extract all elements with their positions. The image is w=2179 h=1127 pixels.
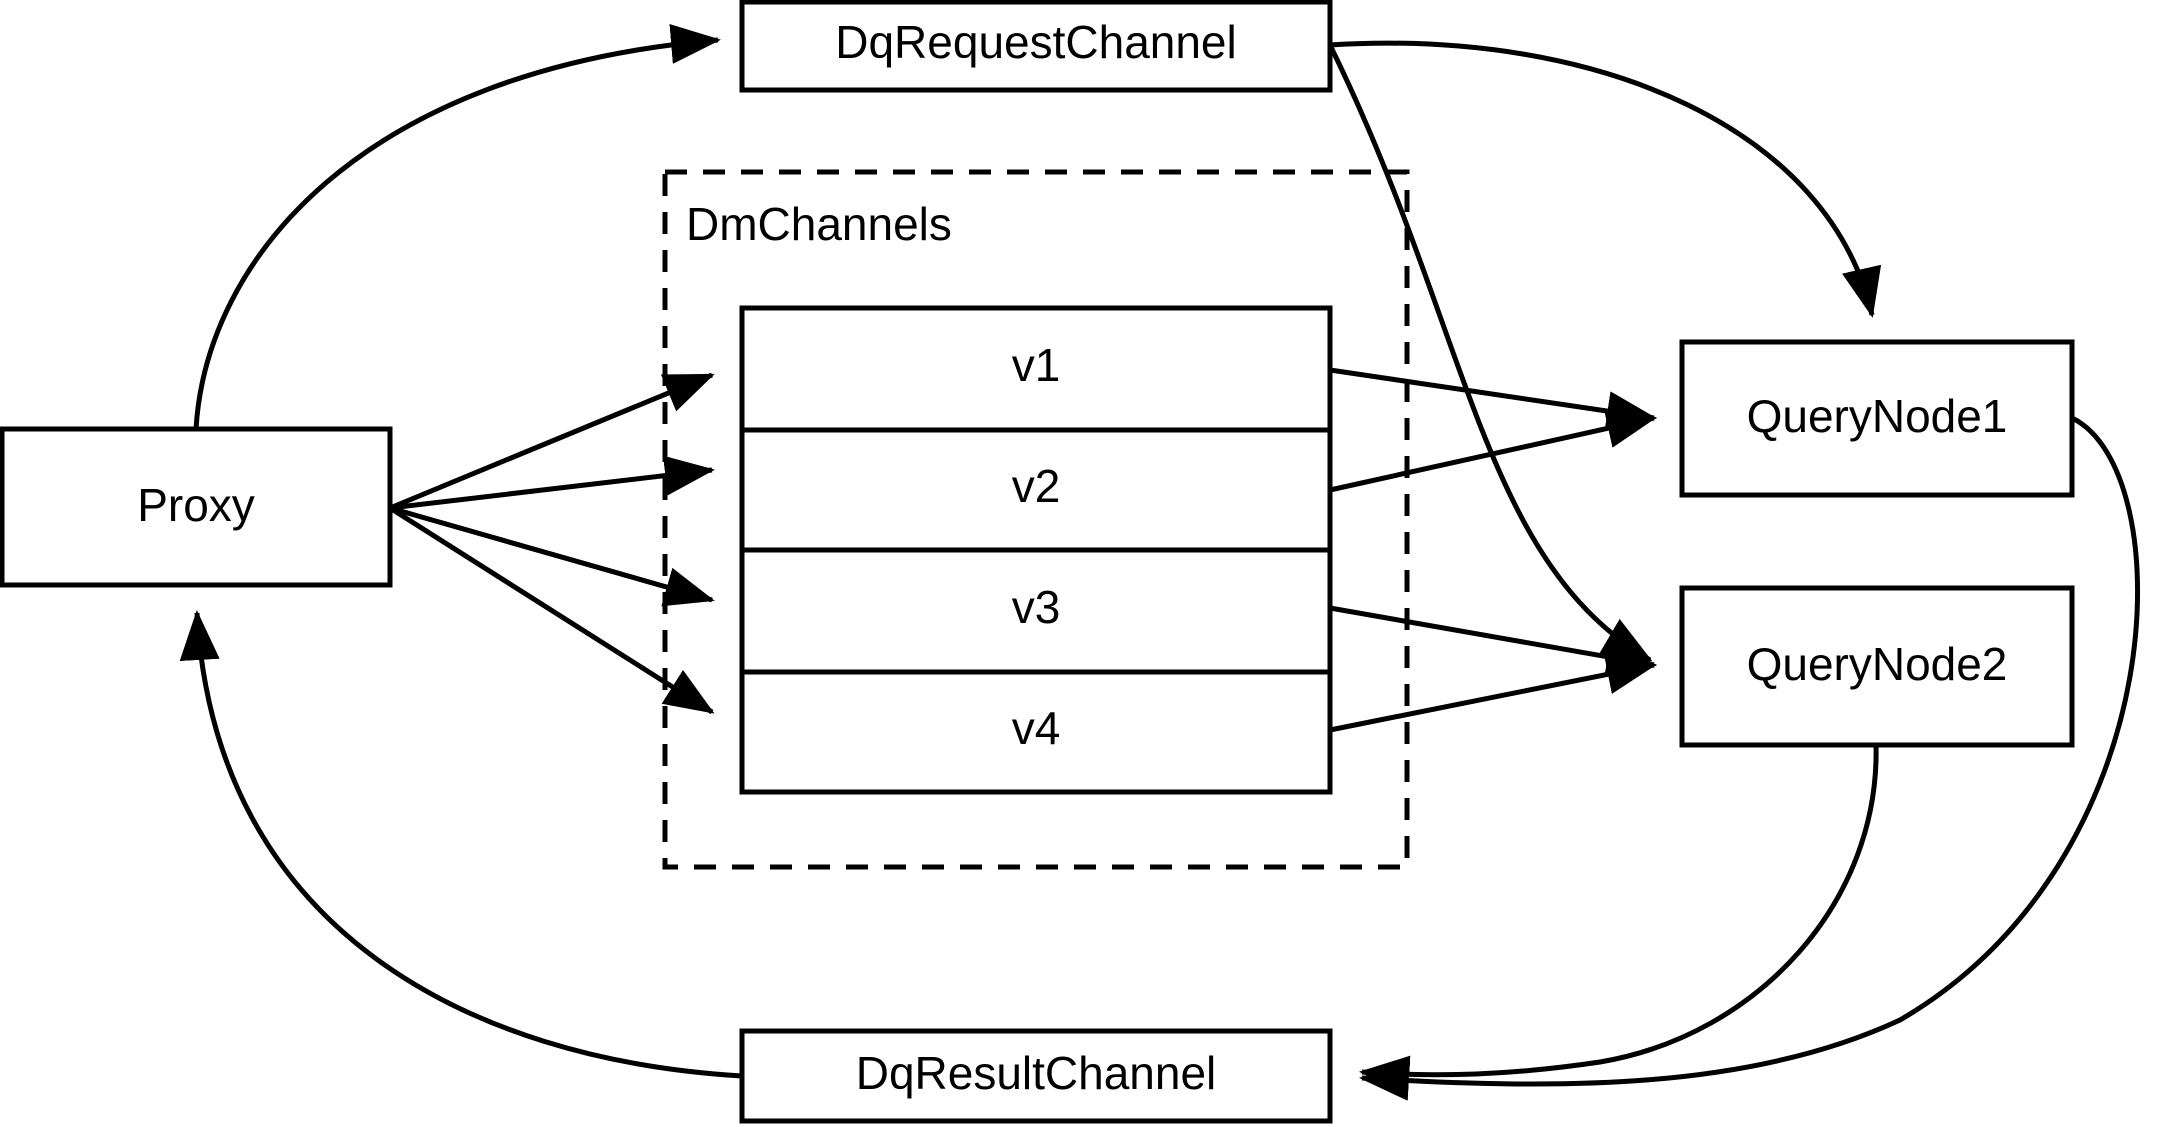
edge-proxy-to-v4 bbox=[388, 505, 715, 715]
node-query-node-1-box[interactable] bbox=[1679, 339, 2075, 498]
vchannel-row-v3-label: v3 bbox=[1012, 581, 1061, 633]
vchannel-table: v1 v2 v3 v4 bbox=[739, 305, 1333, 795]
node-query-node-2[interactable]: QueryNode2 bbox=[1679, 585, 2075, 748]
edge-layer bbox=[179, 24, 2141, 1101]
edge-dq-result-channel-to-proxy bbox=[179, 610, 743, 1079]
node-proxy-box[interactable] bbox=[0, 426, 393, 588]
edge-proxy-to-v3 bbox=[389, 505, 715, 607]
node-dq-result-channel[interactable]: DqResultChannel bbox=[739, 1028, 1333, 1124]
node-dq-result-channel-box[interactable] bbox=[739, 1028, 1333, 1124]
edge-proxy-to-dq-request-channel bbox=[193, 24, 721, 430]
node-dq-request-channel-label: DqRequestChannel bbox=[835, 16, 1237, 68]
dm-channels-group-border bbox=[662, 169, 1410, 870]
edge-v3-to-query-node-2 bbox=[1329, 605, 1657, 677]
edge-v1-to-query-node-1 bbox=[1329, 367, 1657, 431]
node-query-node-2-box[interactable] bbox=[1679, 585, 2075, 748]
edge-query-node-2-to-dq-result-channel bbox=[1359, 744, 1879, 1096]
node-query-node-2-label: QueryNode2 bbox=[1747, 638, 2008, 690]
dm-channels-group: DmChannels bbox=[662, 169, 1410, 870]
node-dq-result-channel-label: DqResultChannel bbox=[856, 1047, 1217, 1099]
edge-query-node-1-to-dq-result-channel bbox=[1359, 415, 2141, 1101]
node-query-node-1-label: QueryNode1 bbox=[1747, 390, 2008, 442]
node-dq-request-channel-box[interactable] bbox=[739, 0, 1333, 93]
edge-proxy-to-v1 bbox=[389, 372, 715, 511]
dm-channels-group-label: DmChannels bbox=[686, 198, 952, 250]
node-proxy[interactable]: Proxy bbox=[0, 426, 393, 588]
vchannel-row-v2-label: v2 bbox=[1012, 460, 1061, 512]
vchannel-row-v4-label: v4 bbox=[1012, 702, 1061, 754]
edge-dq-request-channel-to-query-node-2 bbox=[1327, 43, 1653, 663]
edge-dq-request-channel-to-query-node-1 bbox=[1329, 40, 1882, 318]
edge-v2-to-query-node-1 bbox=[1329, 408, 1657, 493]
edge-proxy-to-v2 bbox=[389, 455, 715, 511]
vchannel-row-v1-label: v1 bbox=[1012, 339, 1061, 391]
node-query-node-1[interactable]: QueryNode1 bbox=[1679, 339, 2075, 498]
node-proxy-label: Proxy bbox=[137, 479, 255, 531]
node-dq-request-channel[interactable]: DqRequestChannel bbox=[739, 0, 1333, 93]
edge-v4-to-query-node-2 bbox=[1329, 654, 1657, 733]
